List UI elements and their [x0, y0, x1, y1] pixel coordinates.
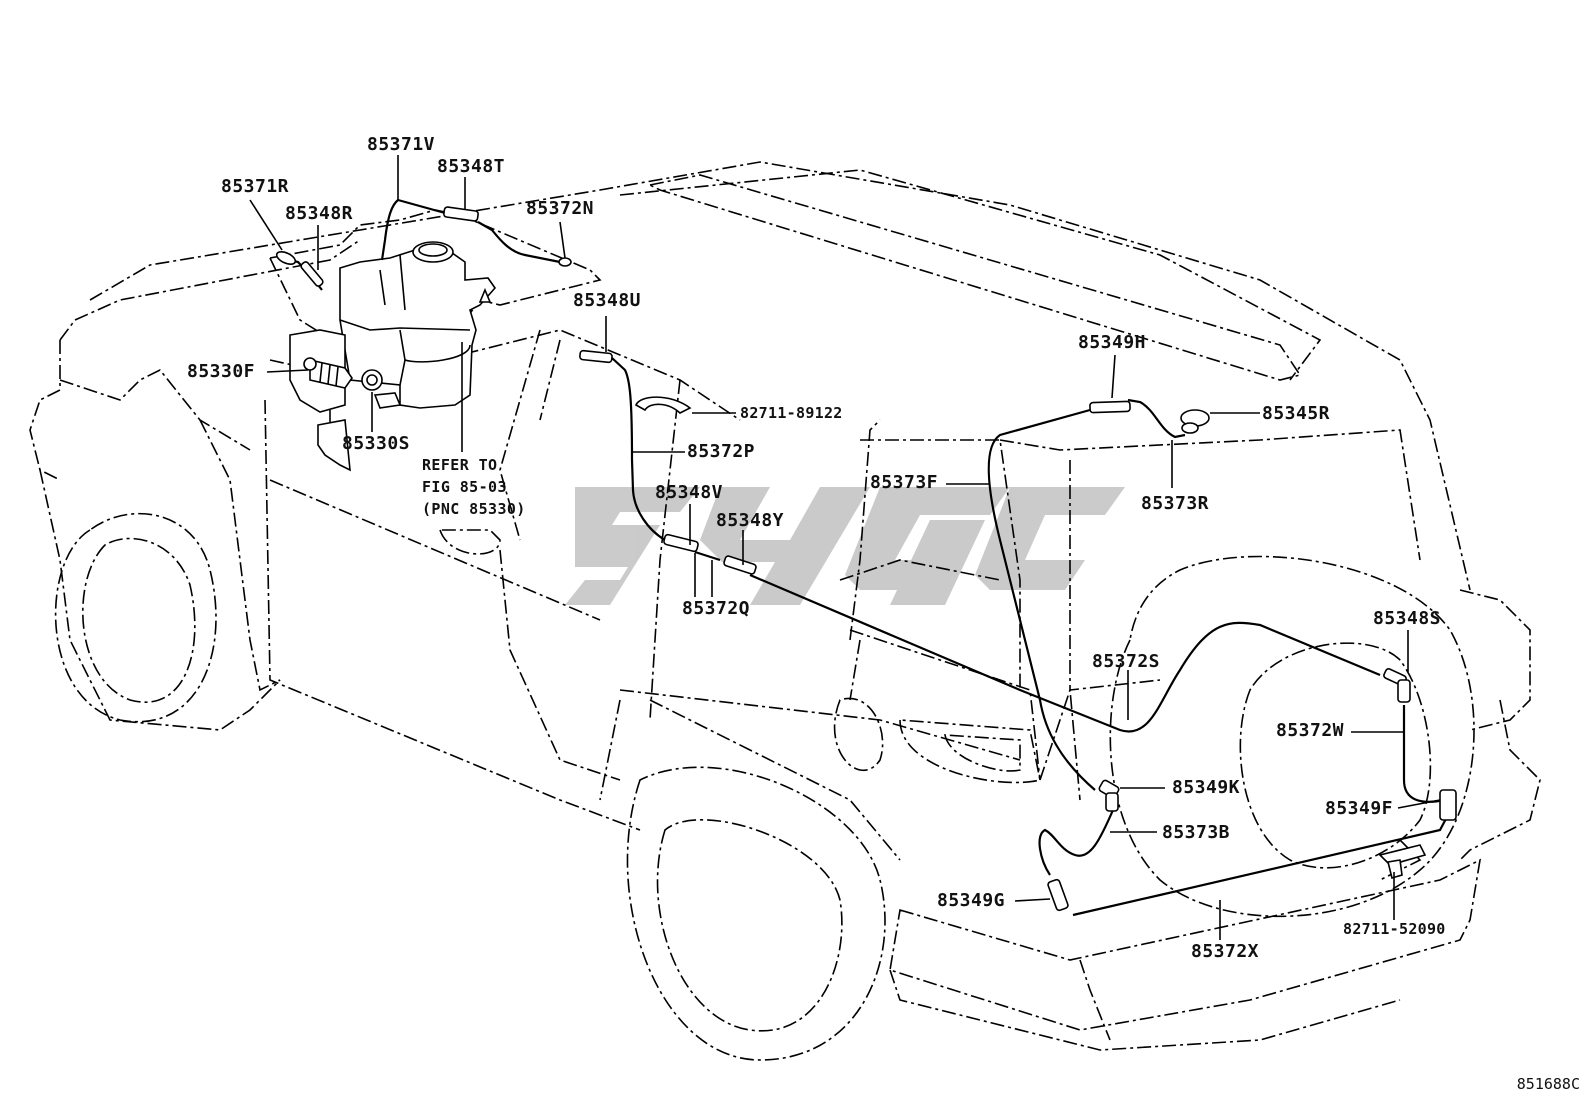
label-85373F: 85373F — [870, 472, 939, 493]
label-85330S: 85330S — [342, 433, 411, 454]
washer-tank — [289, 241, 497, 472]
leader-lines — [249, 155, 1441, 940]
label-85349K: 85349K — [1172, 777, 1241, 798]
label-85348T: 85348T — [437, 156, 506, 177]
refer-note: REFER TO FIG 85-03 (PNC 85330) — [422, 454, 526, 520]
label-85349F: 85349F — [1325, 798, 1394, 819]
label-85372N: 85372N — [526, 198, 595, 219]
label-85348S: 85348S — [1373, 608, 1442, 629]
refer-note-line2: FIG 85-03 — [422, 478, 507, 496]
watermark-logo — [565, 487, 1125, 605]
label-85349H: 85349H — [1078, 332, 1147, 353]
hose-joints — [275, 206, 1457, 912]
label-85349G: 85349G — [937, 890, 1006, 911]
label-85372W: 85372W — [1276, 720, 1345, 741]
label-85373R: 85373R — [1141, 493, 1210, 514]
figure-id: 851688C — [1516, 1075, 1580, 1093]
refer-note-line1: REFER TO — [422, 456, 498, 474]
washer-pump — [303, 357, 383, 391]
label-85330F: 85330F — [187, 361, 256, 382]
refer-note-line3: (PNC 85330) — [422, 500, 526, 518]
label-85371V: 85371V — [367, 134, 436, 155]
label-82711-89122: 82711-89122 — [740, 404, 843, 422]
label-85345R: 85345R — [1262, 403, 1331, 424]
label-85348V: 85348V — [655, 482, 724, 503]
label-85372P: 85372P — [687, 441, 756, 462]
label-85372S: 85372S — [1092, 651, 1161, 672]
vehicle-body — [29, 161, 1541, 1061]
label-85348U: 85348U — [573, 290, 642, 311]
label-85372Q: 85372Q — [682, 598, 751, 619]
label-85348R: 85348R — [285, 203, 354, 224]
label-82711-52090: 82711-52090 — [1343, 920, 1446, 938]
label-85348Y: 85348Y — [716, 510, 785, 531]
label-85371R: 85371R — [221, 176, 290, 197]
label-85373B: 85373B — [1162, 822, 1231, 843]
label-85372X: 85372X — [1191, 941, 1260, 962]
